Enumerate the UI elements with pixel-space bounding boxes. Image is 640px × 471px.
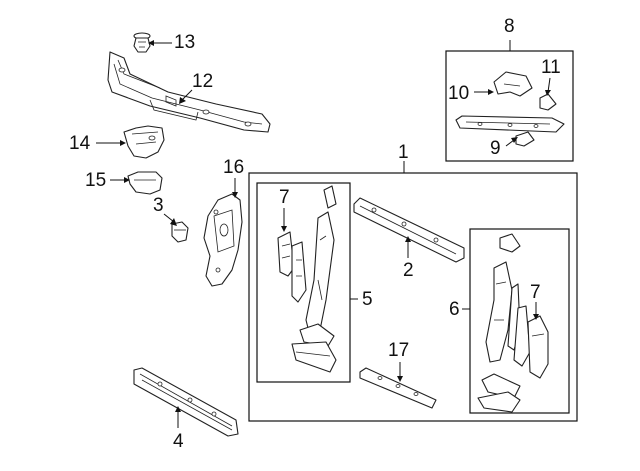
group-5-parts (277, 185, 337, 373)
callout-9: 9 (490, 138, 501, 159)
callout-8: 8 (504, 16, 515, 37)
callout-16: 16 (223, 157, 245, 178)
part-12-support-cover (107, 51, 271, 133)
part-16-side-bracket (203, 193, 243, 287)
callout-2: 2 (403, 260, 414, 281)
callout-6: 6 (449, 299, 460, 320)
part-4-lower-crossmember (133, 367, 239, 437)
part-15-bracket (127, 171, 163, 195)
callout-17: 17 (388, 340, 410, 361)
group-6-parts (477, 233, 549, 413)
callout-13: 13 (174, 32, 196, 53)
group-6-box (469, 228, 570, 414)
part-14-bracket (123, 125, 165, 159)
group-5-box (256, 182, 351, 383)
callout-3: 3 (153, 195, 164, 216)
callout-10: 10 (448, 83, 470, 104)
leader-9 (505, 139, 515, 147)
part-2-upper-tie-bar (353, 197, 465, 263)
assembly-1-box (248, 172, 578, 422)
callout-7-left: 7 (279, 187, 290, 208)
leader-11 (547, 77, 551, 93)
group-8-parts (455, 71, 565, 147)
callout-4: 4 (173, 431, 184, 452)
callout-14: 14 (69, 133, 91, 154)
callout-5: 5 (362, 289, 373, 310)
callout-11: 11 (541, 57, 561, 78)
part-3-insulator (171, 221, 189, 243)
part-17-reinforcement (359, 367, 437, 409)
part-13-clip (133, 32, 151, 53)
callout-15: 15 (85, 170, 107, 191)
callout-7-right: 7 (530, 282, 541, 303)
callout-12: 12 (192, 71, 214, 92)
callout-1: 1 (398, 142, 409, 163)
leader-lines (96, 40, 551, 428)
leader-12 (181, 89, 193, 101)
